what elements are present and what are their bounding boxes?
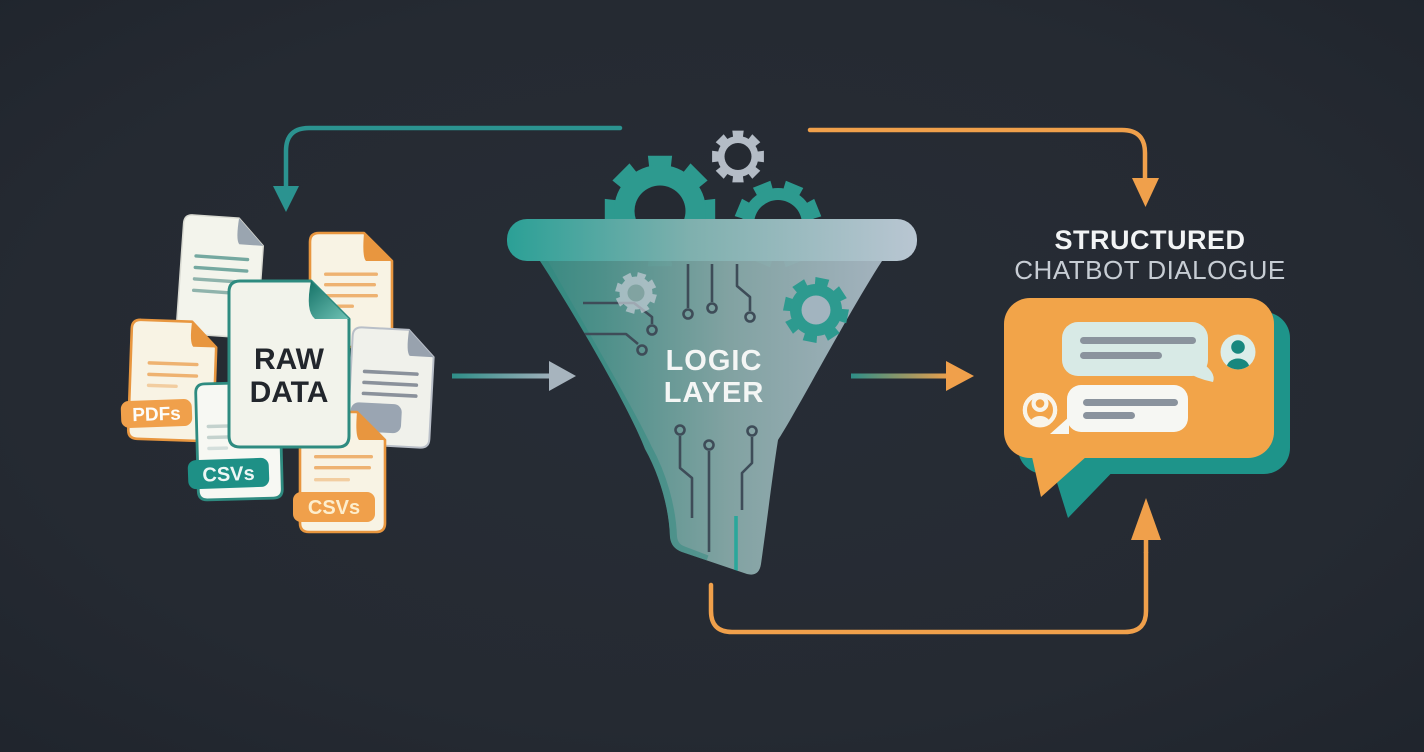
svg-text:LAYER: LAYER <box>664 377 765 409</box>
svg-text:PDFs: PDFs <box>132 403 181 426</box>
svg-text:DATA: DATA <box>250 376 329 409</box>
svg-text:CSVs: CSVs <box>308 497 360 519</box>
svg-text:LOGIC: LOGIC <box>666 345 763 377</box>
svg-text:STRUCTURED: STRUCTURED <box>1055 225 1246 255</box>
svg-text:CHATBOT DIALOGUE: CHATBOT DIALOGUE <box>1014 255 1285 285</box>
svg-text:CSVs: CSVs <box>202 463 255 487</box>
svg-text:RAW: RAW <box>254 343 325 376</box>
